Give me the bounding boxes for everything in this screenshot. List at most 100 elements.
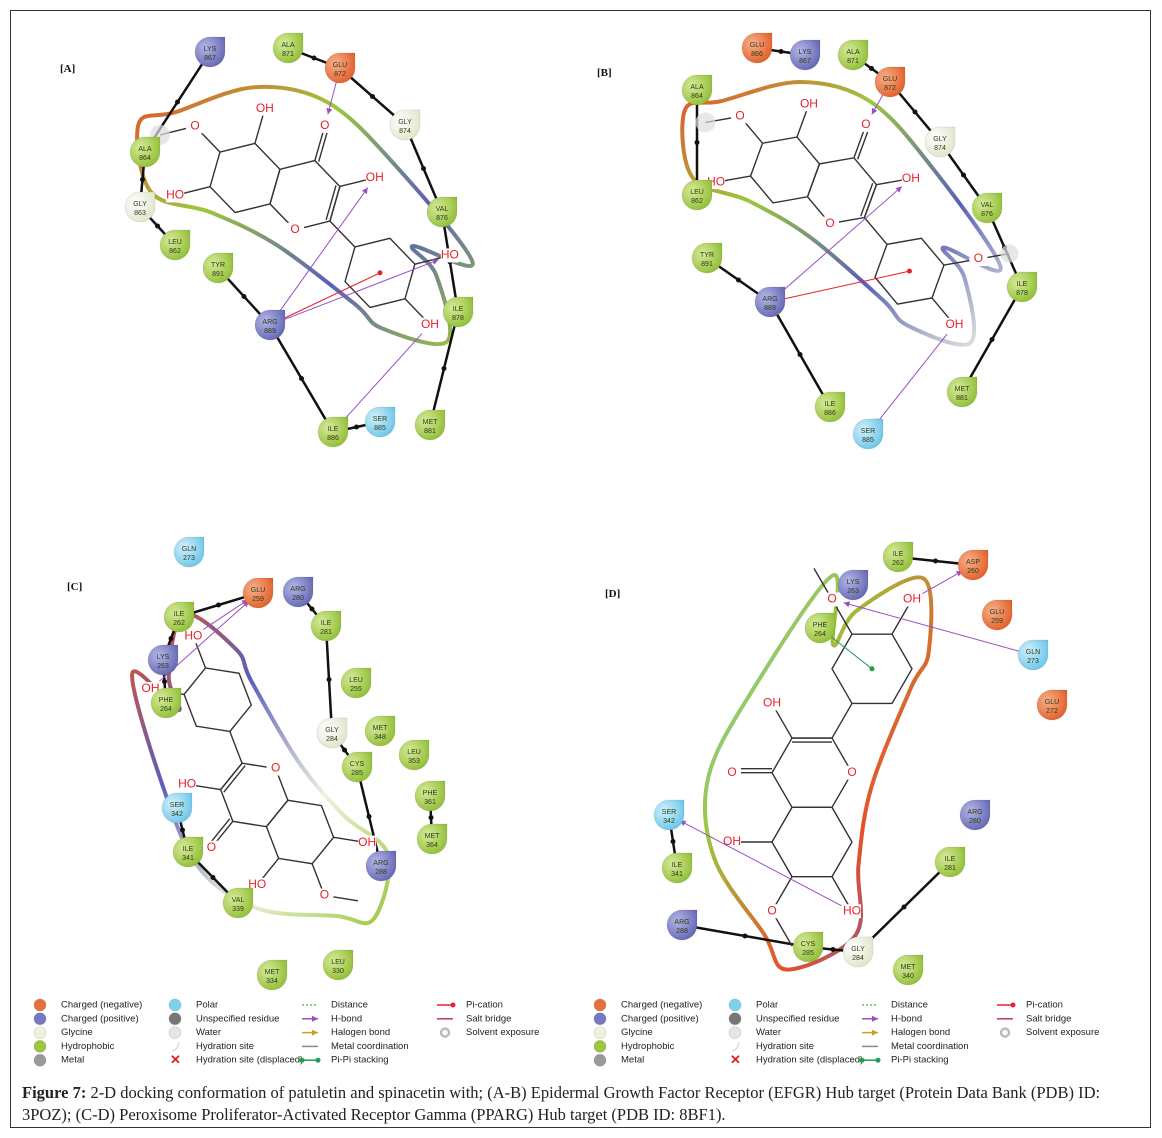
residue-name: VAL [981, 202, 994, 209]
legend-item: Polar [728, 998, 778, 1012]
residue-name: ILE [825, 401, 836, 408]
residue-number: 866 [751, 51, 763, 58]
legend-swatch-ball [33, 1026, 47, 1040]
residue-marker [946, 376, 978, 408]
backbone-node [366, 814, 372, 819]
pi-cation-line [769, 270, 910, 303]
legend-item: H-bond [302, 1013, 362, 1024]
backbone-node [912, 109, 918, 115]
legend-label: H-bond [891, 1013, 922, 1024]
atom-label-bg [420, 317, 439, 332]
h-bond-line [922, 570, 963, 595]
legend-label: Hydrophobic [61, 1041, 115, 1052]
residue-marker [971, 192, 1003, 224]
h-bond-line [843, 601, 1022, 653]
residue-name: SER [373, 416, 387, 423]
residue-number: 273 [183, 555, 195, 562]
backbone-node [933, 558, 938, 564]
residue-number: 288 [375, 869, 387, 876]
residue-name: LYS [204, 46, 217, 53]
residue-name: GLU [251, 587, 265, 594]
residue-marker [653, 799, 685, 831]
legend-label: Hydration site [196, 1041, 254, 1052]
residue-ile-886: ILE 886 [814, 391, 846, 423]
h-bond-line [281, 259, 439, 322]
atom-label-b3o: OH [142, 681, 160, 695]
residue-name: TYR [700, 252, 714, 259]
residue-name: GLU [750, 42, 764, 49]
legend-item: Charged (negative) [593, 998, 702, 1012]
atom-label-bg [440, 248, 459, 263]
legend-label: Metal [61, 1055, 84, 1066]
backbone-node [670, 839, 676, 844]
residue-marker [414, 780, 446, 812]
legend-item: Pi-cation [997, 1000, 1063, 1011]
residue-name: SER [861, 428, 875, 435]
legend-item: Charged (positive) [593, 1012, 699, 1026]
residue-name: ILE [672, 862, 683, 869]
residue-name: ILE [893, 551, 904, 558]
legend-item: Water [168, 1026, 221, 1040]
h-bond-line [679, 820, 842, 907]
residue-marker [426, 196, 458, 228]
backbone-node [175, 99, 180, 105]
residue-name: MET [265, 969, 281, 976]
residue-number: 889 [264, 328, 276, 335]
residue-number: 273 [1027, 658, 1039, 665]
hydration-site-icon [731, 1042, 740, 1052]
residue-marker [124, 191, 156, 223]
legend-item: Halogen bond [862, 1027, 950, 1038]
residue-marker [129, 136, 161, 168]
residue-marker [957, 549, 989, 581]
solvent-exposure-icon [999, 1027, 1011, 1038]
residue-name: PHE [813, 622, 828, 629]
atom-label-o1: O [271, 761, 280, 775]
atom-label-bg [945, 317, 964, 332]
residue-marker [754, 286, 786, 318]
residue-name: LEU [690, 189, 704, 196]
atom-label-bg [901, 171, 920, 186]
residue-number: 886 [824, 410, 836, 417]
residue-name: MET [373, 725, 389, 732]
backbone-node [989, 337, 995, 342]
figure-caption: Figure 7: 2-D docking conformation of pa… [22, 1082, 1147, 1126]
residue-name: ILE [183, 846, 194, 853]
residue-name: ILE [453, 306, 464, 313]
atom-label-b3o: HO [441, 248, 459, 262]
residue-marker [163, 601, 195, 633]
panel-label: [D] [605, 588, 620, 600]
atom-label-bg [315, 888, 334, 903]
backbone-node [778, 49, 784, 54]
atom-label-c3o: OH [366, 170, 384, 184]
panel-label: [C] [67, 581, 82, 593]
residue-name: ALA [690, 84, 704, 91]
residue-marker [442, 296, 474, 328]
backbone-node [210, 875, 216, 880]
residue-name: GLN [182, 546, 196, 553]
residue-name: LEU [349, 677, 363, 684]
legend-label: Glycine [61, 1027, 93, 1038]
legend-label: Charged (negative) [61, 1000, 142, 1011]
binding-pocket-surface [135, 84, 475, 347]
backbone-node [830, 947, 836, 952]
legend-label: Solvent exposure [466, 1027, 539, 1038]
backbone-node [140, 177, 145, 182]
residue-number: 339 [232, 906, 244, 913]
residue-name: ALA [138, 146, 152, 153]
backbone-node [309, 606, 315, 612]
residue-marker [398, 739, 430, 771]
residue-name: VAL [436, 206, 449, 213]
